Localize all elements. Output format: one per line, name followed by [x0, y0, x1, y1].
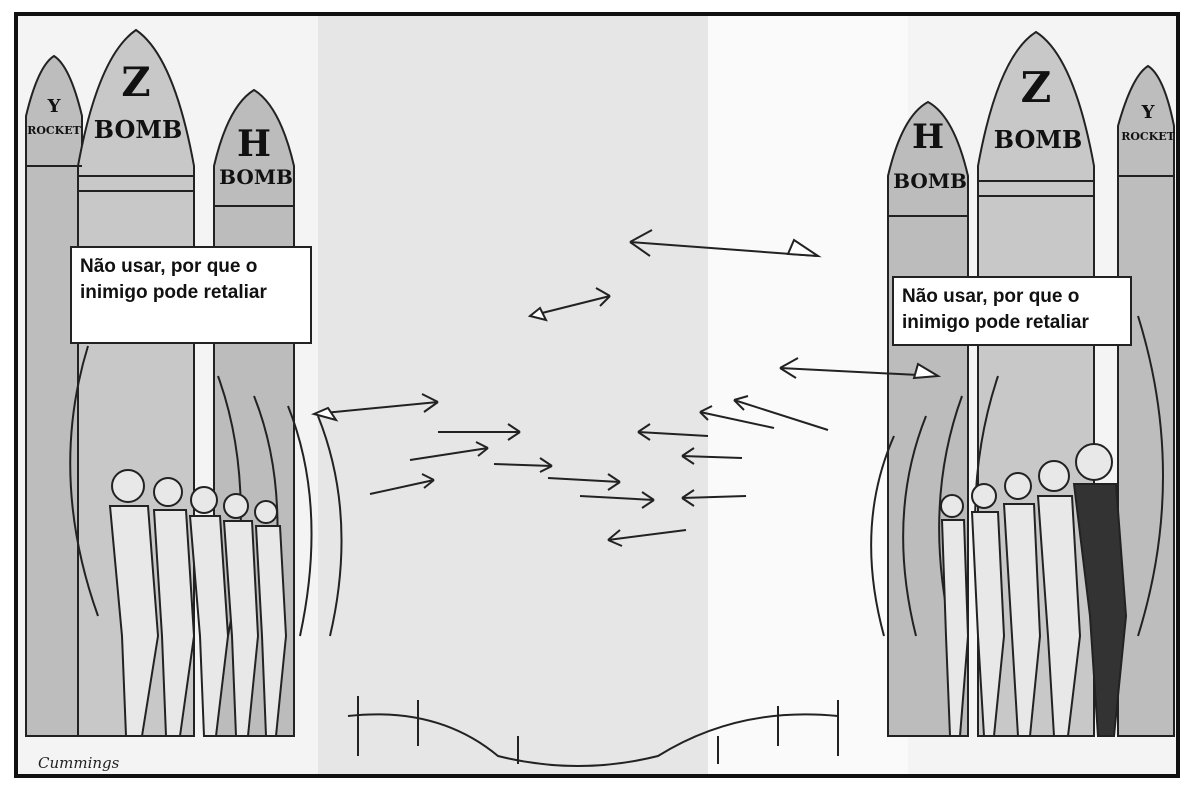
artist-signature: Cummings [38, 754, 120, 772]
background-shade [318, 16, 708, 774]
archer-icon [938, 395, 1042, 737]
right-archers [870, 315, 1164, 737]
arrow-icon [699, 405, 775, 429]
rocket-label-z-bottom-right: BOMB [994, 125, 1083, 154]
archer-icon [902, 415, 1006, 737]
arrow-icon [310, 393, 439, 422]
archer-icon [254, 415, 343, 737]
rocket-label-z-top: Z [121, 59, 150, 106]
arrow-icon [409, 441, 489, 461]
rocket-label-y-bottom-right: ROCKET [1121, 130, 1175, 143]
rocket-label-y-top: Y [47, 96, 62, 117]
left-rocket-labels: Y ROCKET Z BOMB H BOMB [27, 59, 293, 189]
arrow-icon [779, 357, 942, 380]
rocket-label-z-bottom: BOMB [94, 115, 183, 144]
background-light [708, 16, 908, 774]
rocket-label-y-top-right: Y [1141, 102, 1156, 123]
arrow-icon [493, 457, 553, 473]
rocket-icon [25, 54, 83, 737]
rocket-label-h-top: H [237, 123, 271, 165]
archer-icon [69, 345, 160, 737]
cartoon-scene: Y ROCKET Z BOMB H BOMB H BOMB Z BOMB Y R… [25, 28, 1176, 767]
left-archers [69, 345, 343, 737]
arrows-leftward [607, 229, 942, 547]
archer-icon [188, 395, 279, 737]
arrow-icon [438, 423, 521, 441]
arrow-icon [629, 229, 822, 258]
archer-icon [222, 405, 313, 737]
arrow-icon [681, 447, 743, 465]
arrow-icon [547, 473, 621, 491]
arrow-icon [579, 491, 655, 509]
arrow-icon [637, 423, 709, 441]
arrow-icon [369, 473, 435, 495]
cartoon-frame: Y ROCKET Z BOMB H BOMB H BOMB Z BOMB Y R… [14, 12, 1180, 778]
arrow-icon [733, 395, 829, 431]
rocket-label-h-bottom-right: BOMB [893, 169, 967, 193]
rocket-label-h-top-right: H [912, 117, 944, 157]
archer-icon [974, 375, 1082, 737]
rocket-label-h-bottom: BOMB [219, 165, 293, 189]
rocket-label-z-top-right: Z [1021, 63, 1052, 112]
arrow-icon [527, 287, 611, 322]
caption-right: Não usar, por que o inimigo pode retalia… [892, 276, 1132, 346]
arrows-rightward [310, 287, 655, 509]
right-rocket-labels: H BOMB Z BOMB Y ROCKET [893, 63, 1175, 193]
rocket-icon [1117, 64, 1175, 737]
rocket-label-y-bottom: ROCKET [27, 124, 81, 137]
caption-left: Não usar, por que o inimigo pode retalia… [70, 246, 312, 344]
archer-icon [1072, 315, 1164, 737]
ground [347, 696, 839, 767]
archer-icon [870, 435, 970, 737]
arrow-icon [681, 489, 747, 507]
arrow-icon [607, 529, 687, 547]
